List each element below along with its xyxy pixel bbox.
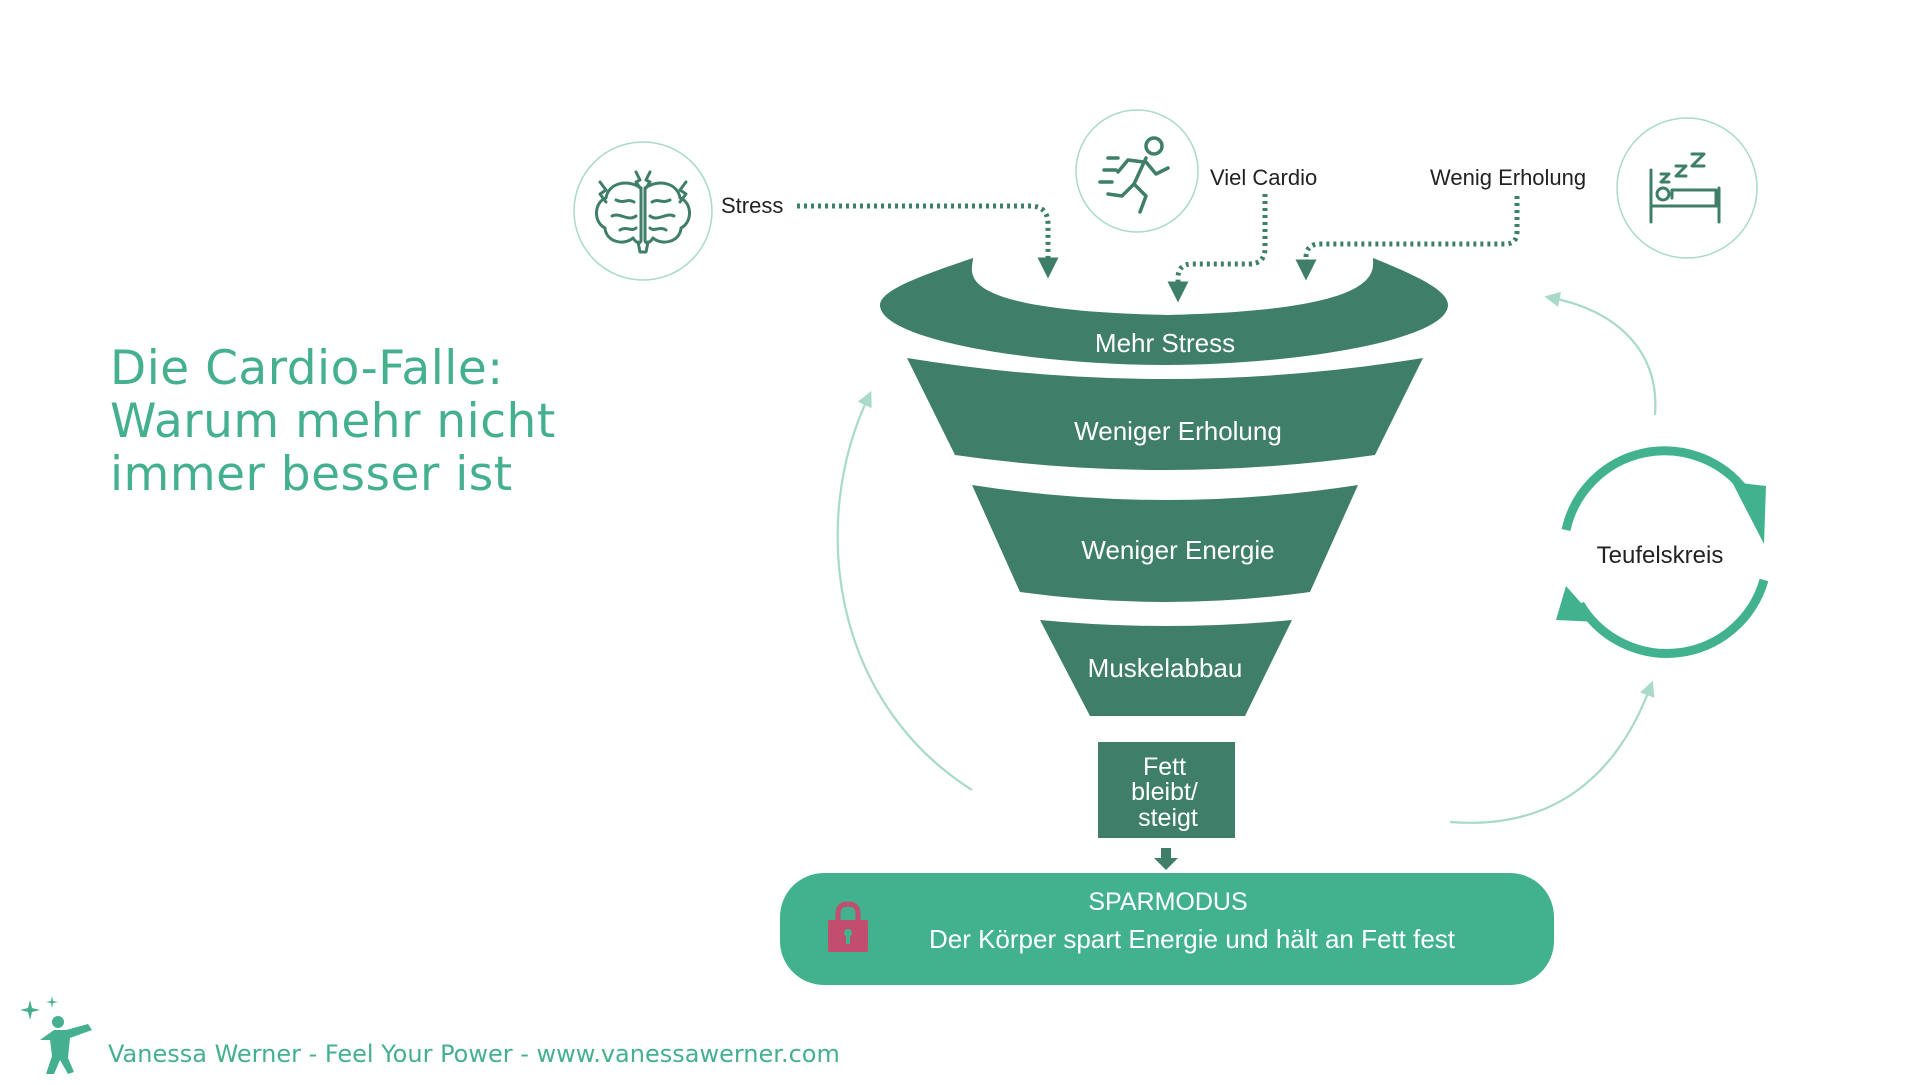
funnel-layer-4 [1040, 620, 1292, 716]
title-line-3: immer besser ist [110, 447, 513, 502]
down-arrow-icon [1154, 848, 1178, 870]
input-label-rest: Wenig Erholung [1430, 165, 1586, 190]
input-label-stress: Stress [721, 193, 783, 218]
title-line-1: Die Cardio-Falle: [110, 341, 504, 396]
sparmodus-title: SPARMODUS [1088, 888, 1247, 916]
input-label-cardio: Viel Cardio [1210, 165, 1317, 190]
funnel-outlet [1098, 742, 1235, 838]
funnel-layer-3 [972, 485, 1358, 602]
funnel-level-4-label: Muskelabbau [1088, 653, 1243, 683]
sparmodus-text: Der Körper spart Energie und hält an Fet… [929, 924, 1456, 954]
lock-icon [828, 901, 868, 952]
cycle-arrows-icon [1556, 446, 1769, 658]
cycle-label: Teufelskreis [1597, 542, 1724, 569]
outlet-line-1: Fett [1143, 753, 1186, 781]
sparmodus-bar: SPARMODUS Der Körper spart Energie und h… [780, 873, 1554, 985]
bottom-right-cycle-arc [1449, 680, 1655, 824]
top-right-cycle-arc [1544, 291, 1657, 416]
runner-icon [1075, 109, 1199, 233]
stress-arrow [797, 203, 1059, 279]
cycle-arcs [836, 291, 1657, 824]
funnel: Mehr Stress Weniger Erholung Weniger Ene… [880, 258, 1448, 870]
input-arrows [797, 194, 1520, 303]
title-line-2: Warum mehr nicht [110, 394, 556, 449]
cardio-arrow [1167, 194, 1268, 303]
funnel-level-2-label: Weniger Erholung [1074, 416, 1282, 446]
sleep-icon [1616, 117, 1758, 259]
footer-text: Vanessa Werner - Feel Your Power - www.v… [108, 1040, 840, 1068]
funnel-top-layer [880, 258, 1448, 365]
rest-arrow [1295, 196, 1520, 281]
funnel-layer-2 [907, 358, 1423, 470]
superhero-logo-icon [20, 996, 92, 1074]
left-cycle-arc [836, 391, 973, 791]
brain-icon [573, 141, 713, 281]
outlet-line-3: steigt [1138, 804, 1198, 832]
funnel-level-1-label: Mehr Stress [1095, 328, 1235, 358]
outlet-line-2: bleibt/ [1131, 778, 1198, 806]
page-title: Die Cardio-Falle: Warum mehr nicht immer… [110, 342, 556, 501]
funnel-outlet-label: Fett bleibt/ steigt [1131, 753, 1205, 832]
funnel-level-3-label: Weniger Energie [1081, 535, 1274, 565]
